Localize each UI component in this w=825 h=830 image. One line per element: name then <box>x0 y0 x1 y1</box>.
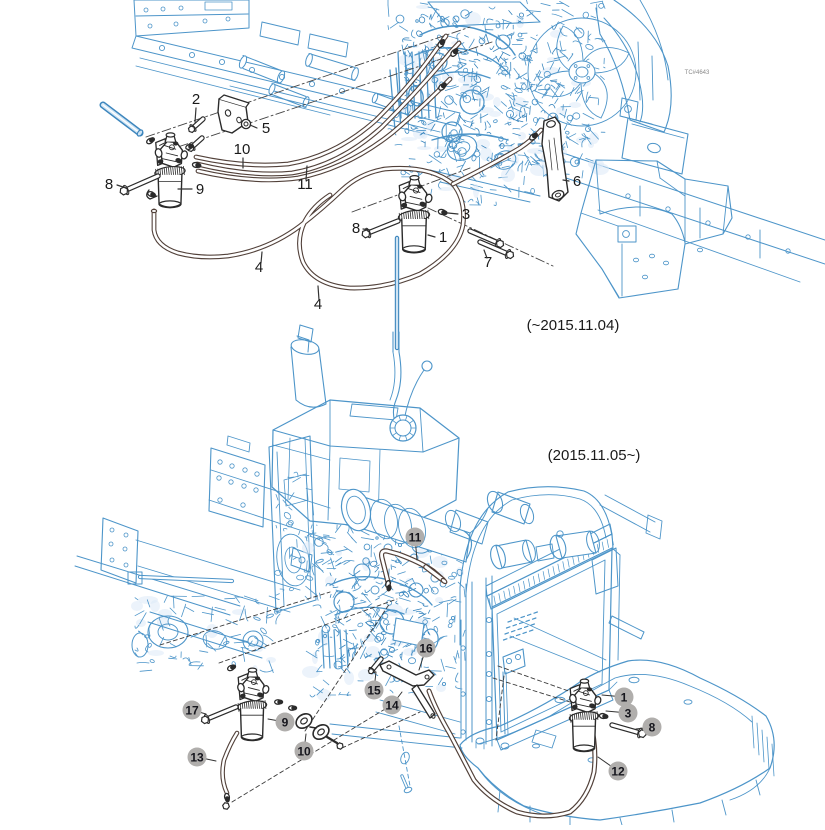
svg-text:10: 10 <box>234 141 251 158</box>
svg-text:17: 17 <box>185 704 199 718</box>
svg-text:14: 14 <box>385 699 399 713</box>
svg-text:8: 8 <box>649 721 656 735</box>
svg-text:TC#4643: TC#4643 <box>685 70 710 76</box>
svg-text:1: 1 <box>439 229 447 246</box>
svg-text:(2015.11.05~): (2015.11.05~) <box>548 447 641 464</box>
svg-text:6: 6 <box>573 173 581 190</box>
svg-text:7: 7 <box>484 254 492 271</box>
svg-text:8: 8 <box>352 220 360 237</box>
svg-text:13: 13 <box>190 751 204 765</box>
svg-text:3: 3 <box>625 707 632 721</box>
svg-text:16: 16 <box>419 642 433 656</box>
svg-text:15: 15 <box>367 684 381 698</box>
svg-text:3: 3 <box>462 206 470 223</box>
svg-text:9: 9 <box>282 716 289 730</box>
svg-text:8: 8 <box>105 176 113 193</box>
svg-text:10: 10 <box>297 745 311 759</box>
svg-text:9: 9 <box>196 181 204 198</box>
svg-text:11: 11 <box>409 531 422 545</box>
svg-text:11: 11 <box>297 176 313 193</box>
svg-text:2: 2 <box>192 91 200 108</box>
svg-text:(~2015.11.04): (~2015.11.04) <box>527 317 620 334</box>
svg-text:4: 4 <box>255 259 263 276</box>
svg-text:12: 12 <box>611 765 625 779</box>
svg-text:4: 4 <box>314 296 322 313</box>
svg-text:1: 1 <box>621 691 628 705</box>
svg-text:5: 5 <box>262 120 270 137</box>
